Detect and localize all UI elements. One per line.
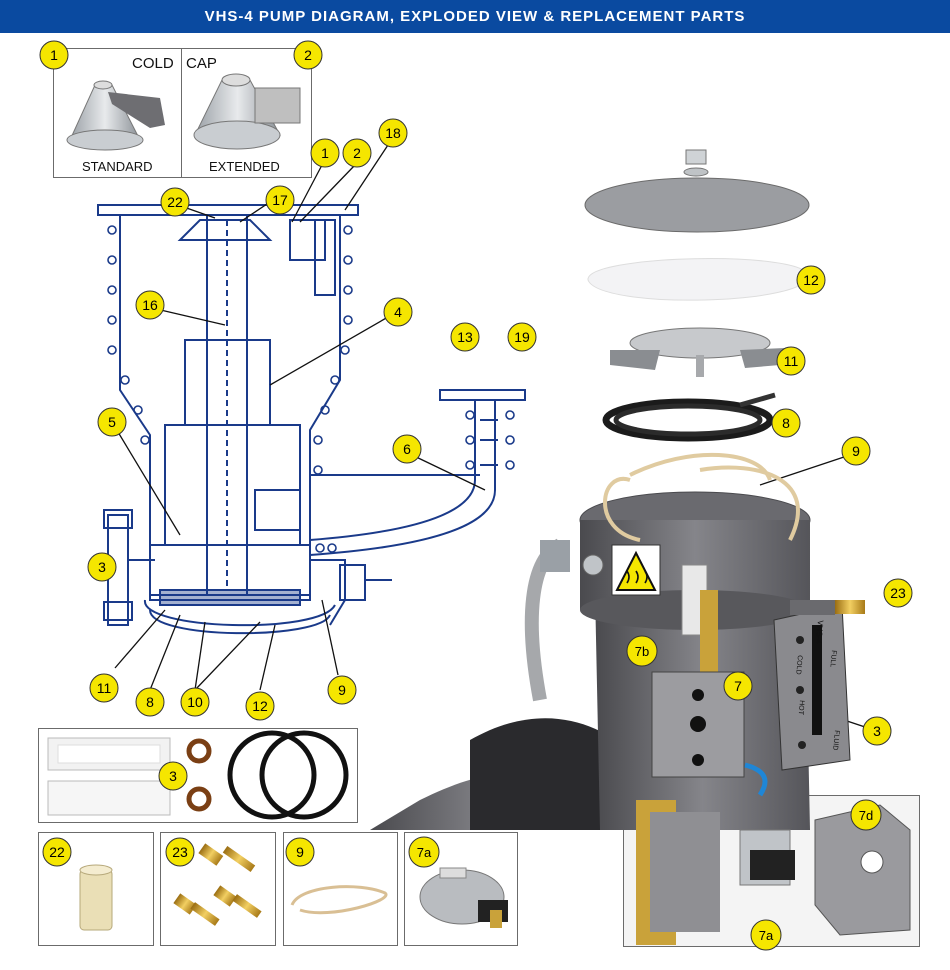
top-plate-image (584, 177, 810, 233)
pump-body-image (370, 452, 865, 830)
svg-text:19: 19 (514, 329, 530, 345)
callout-marker: 8 (771, 408, 801, 438)
gauge-glass-and-orings-image (47, 730, 349, 820)
callout-marker: 2 (342, 138, 372, 168)
part-7-detail-image (636, 800, 911, 945)
callout-marker: 17 (265, 185, 295, 215)
svg-text:7b: 7b (635, 644, 649, 659)
svg-text:2: 2 (304, 47, 312, 63)
svg-text:12: 12 (252, 698, 268, 714)
svg-text:23: 23 (172, 844, 188, 860)
extended-label: EXTENDED (209, 159, 280, 174)
callout-marker: 1 (310, 138, 340, 168)
svg-text:11: 11 (784, 353, 799, 369)
svg-text:7: 7 (734, 678, 742, 694)
impeller-image (610, 327, 785, 377)
callout-marker: 4 (383, 297, 413, 327)
callout-marker: 9 (327, 675, 357, 705)
callout-marker: 16 (135, 290, 165, 320)
callout-marker: 6 (392, 434, 422, 464)
extended-cold-cap-image (193, 73, 301, 150)
callout-marker: 22 (160, 187, 190, 217)
svg-text:17: 17 (272, 192, 288, 208)
heating-coil-image (602, 392, 776, 442)
svg-text:7a: 7a (759, 928, 774, 943)
callout-marker: 23 (165, 837, 195, 867)
svg-text:7a: 7a (417, 845, 432, 860)
svg-text:8: 8 (782, 415, 790, 431)
svg-text:9: 9 (852, 443, 860, 459)
insulation-pad-image (587, 258, 809, 301)
gauge-label: VHS-4 (814, 620, 825, 645)
arrow-icon (744, 762, 768, 797)
svg-text:6: 6 (403, 441, 411, 457)
callout-marker: 12 (796, 265, 826, 295)
standard-label: STANDARD (82, 159, 153, 174)
gauge-hot-label: HOT (797, 700, 805, 716)
svg-text:12: 12 (803, 272, 819, 288)
svg-text:2: 2 (353, 145, 361, 161)
standard-cold-cap-image (66, 80, 165, 151)
svg-text:13: 13 (457, 329, 473, 345)
cold-label: COLD (132, 55, 174, 72)
callout-marker: 23 (883, 578, 913, 608)
callout-marker: 9 (285, 837, 315, 867)
svg-text:11: 11 (97, 680, 112, 696)
svg-text:3: 3 (98, 559, 106, 575)
cap-label: CAP (186, 55, 217, 72)
svg-text:8: 8 (146, 694, 154, 710)
callout-marker: 11 (89, 673, 119, 703)
gauge-fluid-label: FLUID (831, 730, 840, 751)
callout-marker: 3 (158, 761, 188, 791)
gauge-full-label: FULL (829, 650, 837, 668)
callout-marker: 7 (723, 671, 753, 701)
svg-text:16: 16 (142, 297, 158, 313)
callout-marker: 7b (626, 635, 658, 667)
callout-marker: 7a (750, 919, 782, 951)
svg-text:9: 9 (338, 682, 346, 698)
diagram-coil-dots (107, 225, 515, 553)
svg-text:7d: 7d (859, 808, 873, 823)
svg-text:4: 4 (394, 304, 402, 320)
page-header: VHS-4 PUMP DIAGRAM, EXPLODED VIEW & REPL… (0, 0, 950, 33)
svg-text:9: 9 (296, 844, 304, 860)
callout-marker: 19 (507, 322, 537, 352)
svg-text:10: 10 (187, 694, 203, 710)
callout-marker: 2 (293, 40, 323, 70)
callout-marker: 13 (450, 322, 480, 352)
callout-marker: 18 (378, 118, 408, 148)
callout-marker: 1 (39, 40, 69, 70)
callout-marker: 10 (180, 687, 210, 717)
callout-marker: 11 (776, 346, 806, 376)
callout-marker: 8 (135, 687, 165, 717)
callout-marker: 3 (87, 552, 117, 582)
svg-text:22: 22 (49, 844, 65, 860)
svg-text:1: 1 (321, 145, 329, 161)
part-22-image (79, 864, 113, 931)
pump-cross-section-drawing (97, 204, 526, 635)
svg-text:5: 5 (108, 414, 116, 430)
callout-marker: 3 (862, 716, 892, 746)
callout-markers: 1 2 1 2 18 22 17 16 4 13 19 5 6 3 11 8 1… (39, 40, 913, 951)
svg-text:3: 3 (169, 768, 177, 784)
part-23-fittings-image (173, 843, 262, 926)
svg-text:3: 3 (873, 723, 881, 739)
callout-marker: 22 (42, 837, 72, 867)
svg-text:18: 18 (385, 125, 401, 141)
part-9-wire-image (290, 885, 388, 915)
page-title: VHS-4 PUMP DIAGRAM, EXPLODED VIEW & REPL… (204, 8, 746, 25)
svg-text:22: 22 (167, 194, 183, 210)
callout-marker: 7a (408, 836, 440, 868)
part-7a-thermostat-image (419, 867, 508, 928)
callout-marker: 5 (97, 407, 127, 437)
callout-marker: 12 (245, 691, 275, 721)
svg-text:1: 1 (50, 47, 58, 63)
nut-image (683, 149, 709, 177)
gauge-cold-label: COLD (794, 655, 803, 675)
svg-text:23: 23 (890, 585, 906, 601)
callout-marker: 7d (850, 799, 882, 831)
callout-marker: 9 (841, 436, 871, 466)
